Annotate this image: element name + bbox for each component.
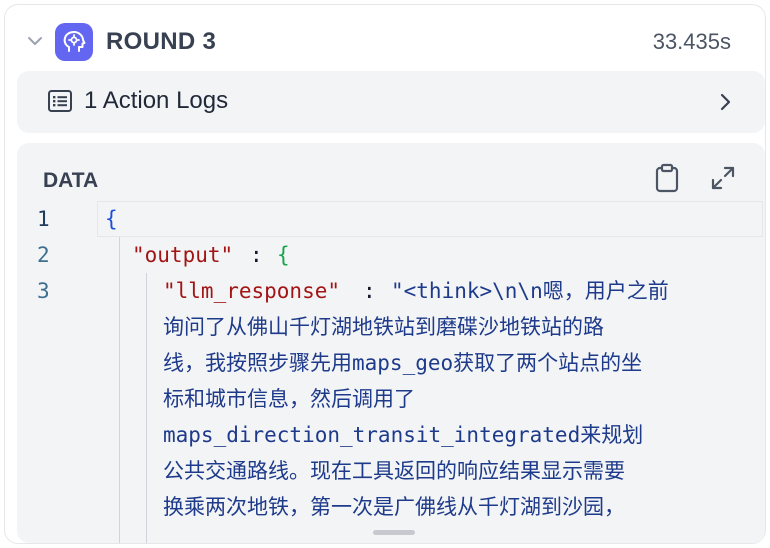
code-text-line: 公共交通路线。现在工具返回的响应结果显示需要	[163, 459, 625, 483]
round-header[interactable]: ROUND 3 33.435s	[5, 5, 765, 77]
llm-response-value: "<think>\n\n嗯，用户之前 询问了从佛山千灯湖地铁站到磨碟沙地铁站的路…	[163, 273, 743, 525]
code-viewer[interactable]: 1 2 3 { "output" : { "llm_response" : "<…	[17, 201, 765, 543]
code-text-line: 线，我按照步骤先用maps_geo获取了两个站点的坐	[163, 351, 643, 375]
json-colon: :	[363, 279, 376, 303]
indent-guide	[146, 273, 147, 543]
line-number: 3	[37, 279, 50, 303]
expand-icon[interactable]	[710, 165, 736, 191]
clipboard-icon[interactable]	[654, 163, 680, 193]
line-number: 1	[37, 207, 50, 231]
data-panel-title: DATA	[43, 169, 99, 192]
line-number: 2	[37, 243, 50, 267]
code-text-line: 标和城市信息，然后调用了	[163, 387, 415, 411]
code-text-line: maps_direction_transit_integrated来规划	[163, 423, 644, 447]
round-title: ROUND 3	[106, 28, 217, 55]
active-line-highlight	[97, 201, 763, 237]
json-key-llm-response: "llm_response"	[163, 279, 341, 303]
json-open-brace: {	[105, 207, 118, 231]
brain-gear-icon	[55, 23, 93, 61]
chevron-down-icon[interactable]	[27, 33, 43, 49]
chevron-right-icon[interactable]	[717, 92, 733, 112]
json-colon: :	[250, 243, 263, 267]
round-card: ROUND 3 33.435s 1 Action Logs DATA	[4, 4, 766, 544]
code-text-line: "<think>\n\n嗯，用户之前	[391, 279, 669, 303]
action-logs-label: 1 Action Logs	[84, 87, 229, 114]
action-logs-row[interactable]: 1 Action Logs	[17, 71, 765, 133]
round-duration: 33.435s	[652, 29, 731, 54]
json-key-output: "output"	[132, 243, 234, 267]
data-panel: DATA 1 2 3 { "output" : { "llm_res	[17, 143, 765, 543]
list-icon	[48, 90, 72, 112]
code-text-line: 换乘两次地铁，第一次是广佛线从千灯湖到沙园，	[163, 495, 625, 519]
json-output-brace: {	[277, 243, 290, 267]
resize-handle[interactable]	[373, 530, 415, 535]
code-text-line: 询问了从佛山千灯湖地铁站到磨碟沙地铁站的路	[163, 315, 604, 339]
indent-guide	[119, 237, 120, 543]
